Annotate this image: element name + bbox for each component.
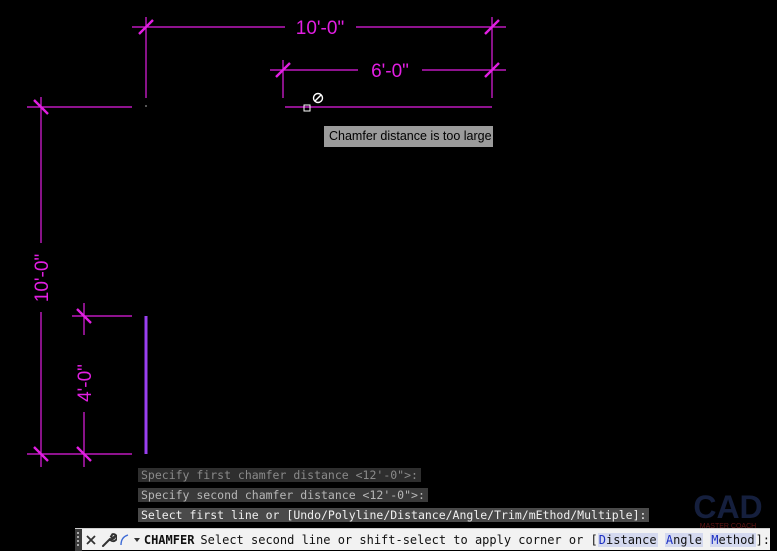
dim-top-partial-tick-right: [484, 62, 500, 78]
wrench-icon[interactable]: [100, 529, 118, 551]
grip-handle[interactable]: [75, 528, 82, 551]
option-angle[interactable]: Angle: [664, 532, 703, 547]
option-distance[interactable]: Distance: [597, 532, 658, 547]
command-history-line-3: Select first line or [Undo/Polyline/Dist…: [138, 508, 650, 522]
option-distance-hotkey: D: [598, 532, 607, 547]
command-prompt-text: Select second line or shift-select to ap…: [200, 532, 598, 547]
pickbox-cursor: [303, 104, 311, 112]
dim-top-overall-tick-right: [484, 19, 500, 35]
option-method-hotkey: M: [711, 532, 719, 547]
dim-left-partial-tick-top: [76, 308, 92, 324]
command-history-line-2: Specify second chamfer distance <12'-0">…: [138, 488, 428, 502]
command-prompt-tail: ]:: [755, 532, 771, 547]
dim-top-partial-tick-left: [275, 62, 291, 78]
recent-commands-dropdown[interactable]: [118, 529, 144, 551]
option-method-rest: ethod: [718, 532, 755, 547]
dim-left-partial-text: 4'-0": [75, 364, 96, 402]
command-name: CHAMFER: [143, 532, 195, 547]
option-angle-hotkey: A: [665, 532, 674, 547]
dim-left-overall-text: 10'-0": [32, 254, 53, 302]
option-method[interactable]: Method: [710, 532, 756, 547]
option-distance-rest: istance: [606, 532, 657, 547]
option-angle-rest: ngle: [673, 532, 702, 547]
command-line-bar: CHAMFER Select second line or shift-selec…: [75, 528, 771, 551]
wall-corner-point: [145, 105, 147, 107]
no-entry-icon: [312, 92, 324, 104]
dim-top-partial-text: 6'-0": [371, 61, 409, 82]
command-history-line-1: Specify first chamfer distance <12'-0">:: [138, 468, 421, 482]
dim-top-overall-tick-left: [138, 19, 154, 35]
dim-left-overall-tick-top: [33, 99, 49, 115]
close-icon[interactable]: [82, 529, 100, 551]
command-prompt[interactable]: CHAMFER Select second line or shift-selec…: [143, 532, 771, 547]
error-tooltip: Chamfer distance is too large: [324, 126, 493, 147]
dim-top-overall-text: 10'-0": [296, 18, 344, 39]
